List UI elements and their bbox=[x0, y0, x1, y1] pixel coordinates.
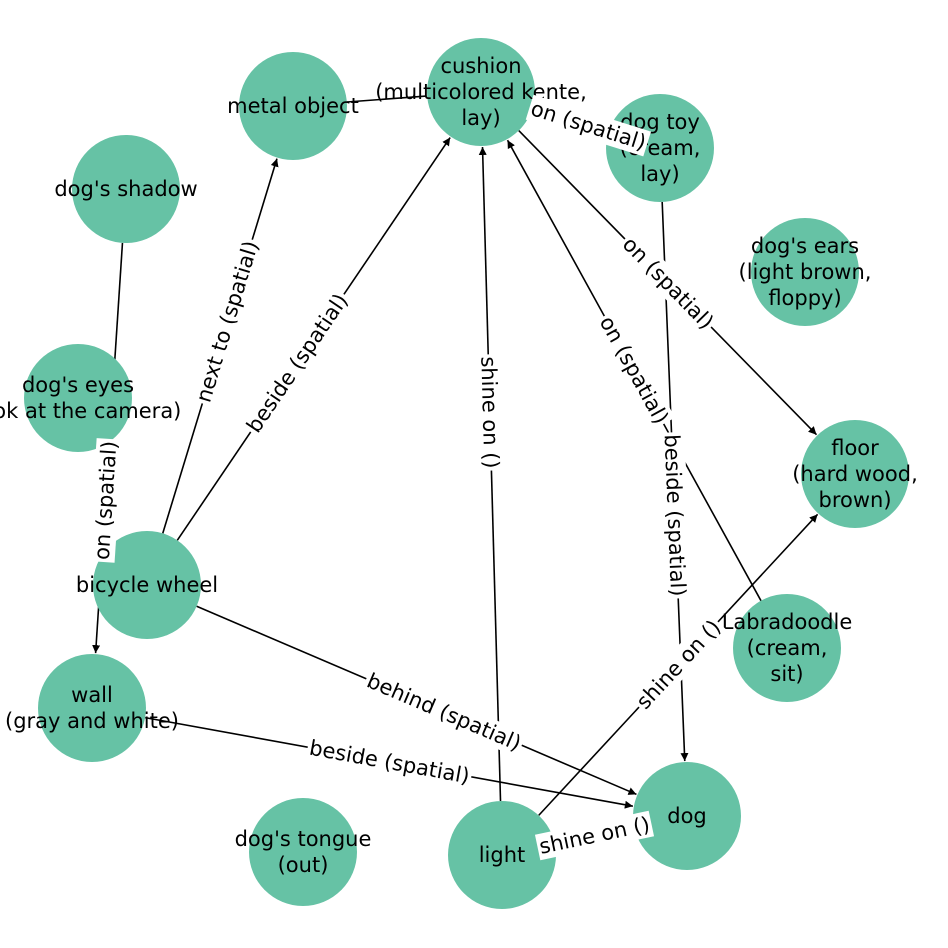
node-circle bbox=[801, 420, 909, 528]
edge-label-light-to-cushion: shine on () bbox=[475, 354, 505, 471]
edge-label-bicycle-wheel-to-cushion: beside (spatial) bbox=[239, 287, 355, 440]
node-label-line: light bbox=[479, 843, 526, 867]
edge-label-text: beside (spatial) bbox=[242, 289, 353, 437]
edge-label-bicycle-wheel-to-dog: behind (spatial) bbox=[361, 666, 527, 758]
edge-label-cushion-to-floor: on (spatial) bbox=[615, 229, 721, 337]
node-circle bbox=[72, 135, 180, 243]
edge-label-light-to-dog: shine on () bbox=[534, 810, 655, 861]
edge-labels: next to (spatial)beside (spatial)behind … bbox=[88, 94, 728, 861]
node-bicycle-wheel: bicycle wheel bbox=[76, 531, 218, 639]
node-circle bbox=[606, 94, 714, 202]
edge-metal-object-to-cushion bbox=[346, 95, 427, 103]
edge-label-background bbox=[525, 94, 652, 157]
node-dogs-tongue: dog's tongue(out) bbox=[235, 798, 372, 906]
node-floor: floor(hard wood,brown) bbox=[792, 420, 918, 528]
node-label-line: (gray and white) bbox=[5, 709, 179, 733]
edge-light-to-cushion bbox=[478, 146, 502, 802]
edge-label-light-to-floor: shine on () bbox=[629, 613, 728, 716]
node-dog-toy: dog toy(cream,lay) bbox=[606, 94, 714, 202]
node-label-line: sit) bbox=[770, 662, 803, 686]
node-label-line: (cream, bbox=[747, 636, 828, 660]
edge-label-text: shine on () bbox=[476, 356, 503, 469]
edge-label-background bbox=[534, 810, 655, 861]
node-circle bbox=[93, 531, 201, 639]
edge-label-background bbox=[361, 666, 527, 758]
edge-label-text: beside (spatial) bbox=[308, 736, 472, 789]
node-label-line: (light brown, bbox=[739, 260, 872, 284]
node-label-line: lay) bbox=[461, 106, 500, 130]
node-label-line: metal object bbox=[227, 94, 359, 118]
edge-label-background bbox=[592, 309, 676, 431]
node-circle bbox=[751, 218, 859, 326]
edge-label-background bbox=[88, 438, 123, 563]
node-light: light bbox=[448, 801, 556, 909]
node-label-line: (out) bbox=[278, 853, 329, 877]
edge-label-dog-toy-to-dog: beside (spatial) bbox=[658, 431, 692, 599]
node-label-line: floor bbox=[831, 436, 879, 460]
node-label-line: Labradoodle bbox=[722, 610, 853, 634]
node-label-line: cushion bbox=[440, 54, 521, 78]
edge-label-labradoodle-to-cushion: on (spatial) bbox=[592, 309, 676, 431]
edge-label-text: shine on () bbox=[537, 812, 652, 859]
node-circle bbox=[633, 762, 741, 870]
edge-label-text: next to (spatial) bbox=[191, 238, 263, 405]
node-label-line: dog's eyes bbox=[22, 373, 134, 397]
node-circle bbox=[38, 654, 146, 762]
edge-label-wall-to-dog: beside (spatial) bbox=[305, 734, 474, 790]
node-circle bbox=[249, 798, 357, 906]
edge-label-bicycle-wheel-to-metal-object: next to (spatial) bbox=[189, 235, 265, 408]
node-dogs-shadow: dog's shadow bbox=[54, 135, 198, 243]
node-label-line: brown) bbox=[818, 488, 891, 512]
node-label-line: (multicolored kente, bbox=[375, 80, 587, 104]
edge-label-background bbox=[475, 354, 505, 471]
node-metal-object: metal object bbox=[227, 52, 359, 160]
node-label-line: dog's tongue bbox=[235, 827, 372, 851]
node-circle bbox=[239, 52, 347, 160]
node-label-line: dog bbox=[667, 804, 707, 828]
edge-label-text: on (spatial) bbox=[618, 232, 718, 334]
node-label-line: look at the camera) bbox=[0, 399, 181, 423]
edge-label-text: on (spatial) bbox=[595, 312, 673, 428]
node-dogs-eyes: dog's eyeslook at the camera) bbox=[0, 344, 181, 452]
node-label-line: lay) bbox=[640, 162, 679, 186]
node-label-line: bicycle wheel bbox=[76, 573, 218, 597]
edges bbox=[92, 95, 819, 845]
node-dog: dog bbox=[633, 762, 741, 870]
node-cushion: cushion(multicolored kente,lay) bbox=[375, 38, 587, 146]
node-label-line: wall bbox=[71, 683, 113, 707]
node-circle bbox=[733, 594, 841, 702]
nodes: cushion(multicolored kente,lay)metal obj… bbox=[0, 38, 918, 909]
edge-label-text: shine on () bbox=[632, 615, 726, 714]
edge-label-background bbox=[615, 229, 721, 337]
node-circle bbox=[448, 801, 556, 909]
node-label-line: dog's shadow bbox=[54, 177, 197, 201]
node-label-line: floppy) bbox=[768, 286, 841, 310]
node-circle bbox=[24, 344, 132, 452]
edge-label-text: behind (spatial) bbox=[363, 669, 524, 756]
edge-label-background bbox=[629, 613, 728, 716]
edge-label-background bbox=[189, 235, 265, 408]
node-label-line: dog's ears bbox=[751, 234, 859, 258]
edge-label-background bbox=[239, 287, 355, 440]
edge-label-background bbox=[305, 734, 474, 790]
node-label-line: (hard wood, bbox=[792, 462, 918, 486]
node-circle bbox=[427, 38, 535, 146]
edge-label-background bbox=[658, 431, 692, 599]
node-wall: wall(gray and white) bbox=[5, 654, 179, 762]
node-dogs-ears: dog's ears(light brown,floppy) bbox=[739, 218, 872, 326]
node-labradoodle: Labradoodle(cream,sit) bbox=[722, 594, 853, 702]
